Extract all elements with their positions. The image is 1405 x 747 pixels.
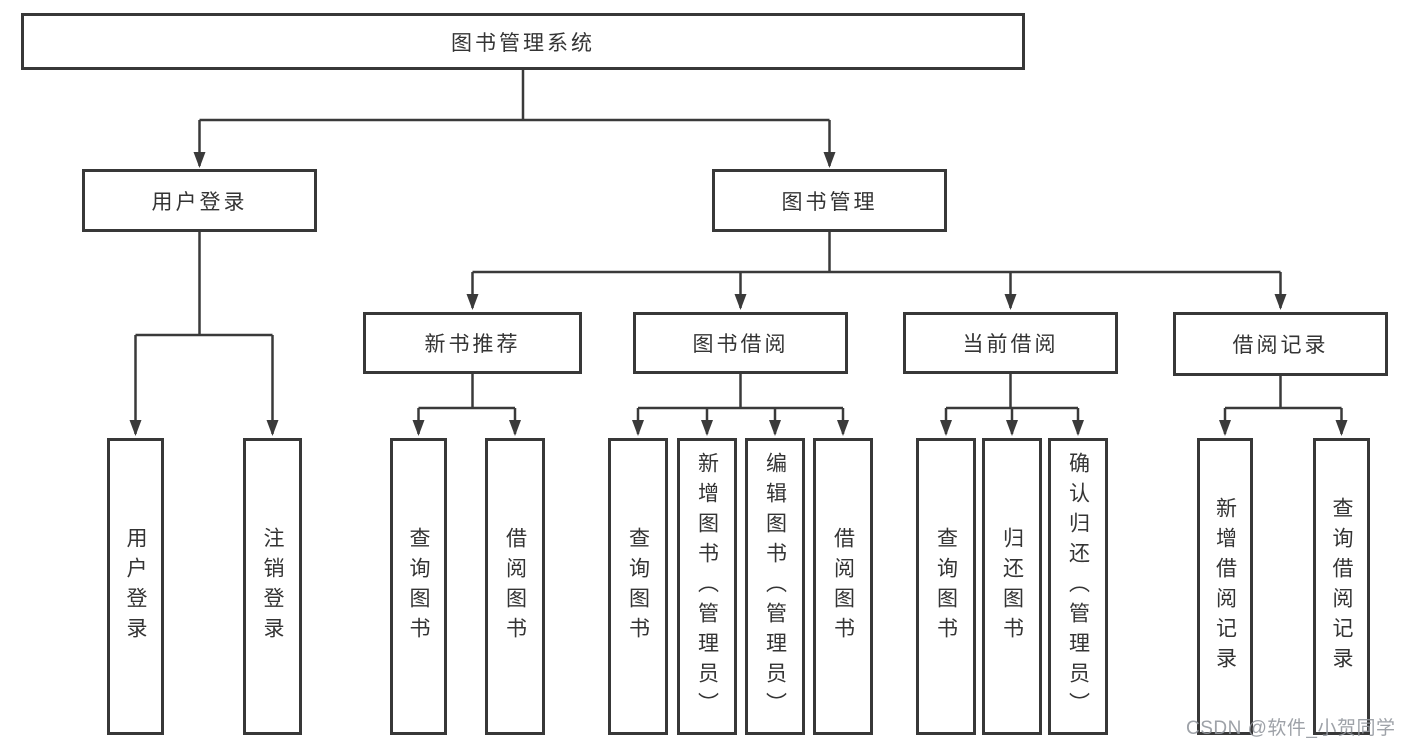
node-label: 查询借阅记录 (1330, 496, 1353, 677)
node-current-borrowing: 当前借阅 (903, 312, 1118, 374)
leaf-borrow-books-borrowing: 借阅图书 (813, 438, 873, 735)
node-label: 当前借阅 (962, 333, 1059, 356)
node-label: 编辑图书（管理员） (763, 451, 787, 722)
node-label: 确认归还（管理员） (1066, 451, 1090, 722)
node-label: 借阅图书 (503, 526, 527, 647)
leaf-return-books: 归还图书 (982, 438, 1042, 735)
node-user-login: 用户登录 (82, 169, 317, 232)
node-label: 用户登录 (151, 190, 248, 214)
leaf-confirm-return-admin: 确认归还（管理员） (1048, 438, 1108, 735)
node-book-borrowing: 图书借阅 (633, 312, 848, 374)
node-borrowing-records: 借阅记录 (1173, 312, 1388, 376)
node-label: 新增图书（管理员） (695, 451, 719, 722)
leaf-query-books-current: 查询图书 (916, 438, 976, 735)
leaf-query-books-recommend: 查询图书 (390, 438, 447, 735)
node-label: 查询图书 (934, 526, 958, 647)
node-label: 查询图书 (626, 526, 650, 647)
node-label: 新增借阅记录 (1213, 496, 1237, 677)
node-label: 图书管理系统 (451, 31, 595, 55)
leaf-query-borrow-record: 查询借阅记录 (1313, 438, 1370, 735)
node-label: 归还图书 (1000, 526, 1024, 647)
node-new-book-recommend: 新书推荐 (363, 312, 582, 374)
node-root-library-system: 图书管理系统 (21, 13, 1025, 70)
leaf-edit-books-admin: 编辑图书（管理员） (745, 438, 805, 735)
leaf-query-books-borrowing: 查询图书 (608, 438, 668, 735)
leaf-add-borrow-record: 新增借阅记录 (1197, 438, 1253, 735)
node-label: 用户登录 (124, 526, 147, 647)
node-label: 注销登录 (261, 526, 284, 647)
leaf-logout: 注销登录 (243, 438, 302, 735)
csdn-watermark: CSDN @软件_小贺同学 (1186, 718, 1396, 739)
node-book-management: 图书管理 (712, 169, 947, 232)
node-label: 图书借阅 (692, 333, 789, 356)
leaf-borrow-books-recommend: 借阅图书 (485, 438, 545, 735)
node-label: 图书管理 (781, 190, 878, 214)
leaf-add-books-admin: 新增图书（管理员） (677, 438, 737, 735)
node-label: 查询图书 (407, 526, 430, 647)
node-label: 借阅记录 (1232, 334, 1329, 357)
node-label: 新书推荐 (424, 333, 521, 356)
leaf-user-login: 用户登录 (107, 438, 164, 735)
node-label: 借阅图书 (831, 526, 855, 647)
